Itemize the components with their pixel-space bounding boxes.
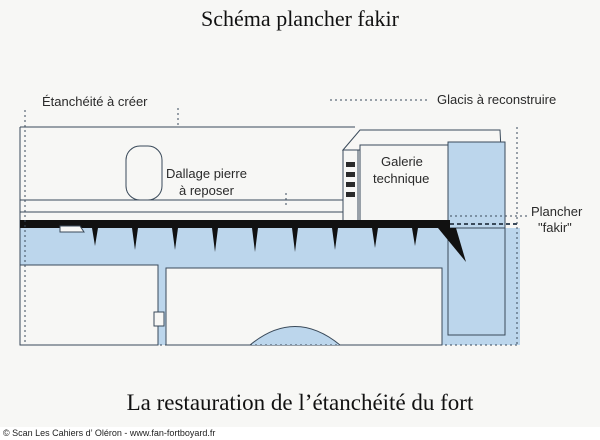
galerie-column xyxy=(342,149,359,227)
lower-chamber-left xyxy=(19,264,159,346)
left-bracket xyxy=(59,225,85,233)
plancher-fakir-diagram: Étanchéité à créer Glacis à reconstruire… xyxy=(19,92,583,346)
label-galerie-1: Galerie xyxy=(381,154,423,169)
diagram-title: Schéma plancher fakir xyxy=(201,6,399,31)
label-etancheite: Étanchéité à créer xyxy=(42,94,148,109)
fakir-spikes xyxy=(92,228,466,262)
lower-arch xyxy=(249,326,341,346)
upper-window xyxy=(125,145,163,201)
galerie-room xyxy=(359,144,449,224)
label-dallage-1: Dallage pierre xyxy=(166,166,247,181)
dashed-guides xyxy=(20,99,528,346)
galerie-shade xyxy=(447,141,506,229)
label-dallage-2: à reposer xyxy=(179,183,235,198)
label-galerie-2: technique xyxy=(373,171,429,186)
galerie-bricks xyxy=(346,162,355,197)
lower-window xyxy=(153,311,165,327)
label-plancher-1: Plancher xyxy=(531,204,583,219)
label-plancher-2: "fakir" xyxy=(538,220,572,235)
plancher-band xyxy=(20,220,450,228)
scan-credit: © Scan Les Cahiers d’ Oléron - www.fan-f… xyxy=(0,427,600,440)
diagram-caption: La restauration de l’étanchéité du fort xyxy=(126,390,474,415)
label-glacis: Glacis à reconstruire xyxy=(437,92,556,107)
